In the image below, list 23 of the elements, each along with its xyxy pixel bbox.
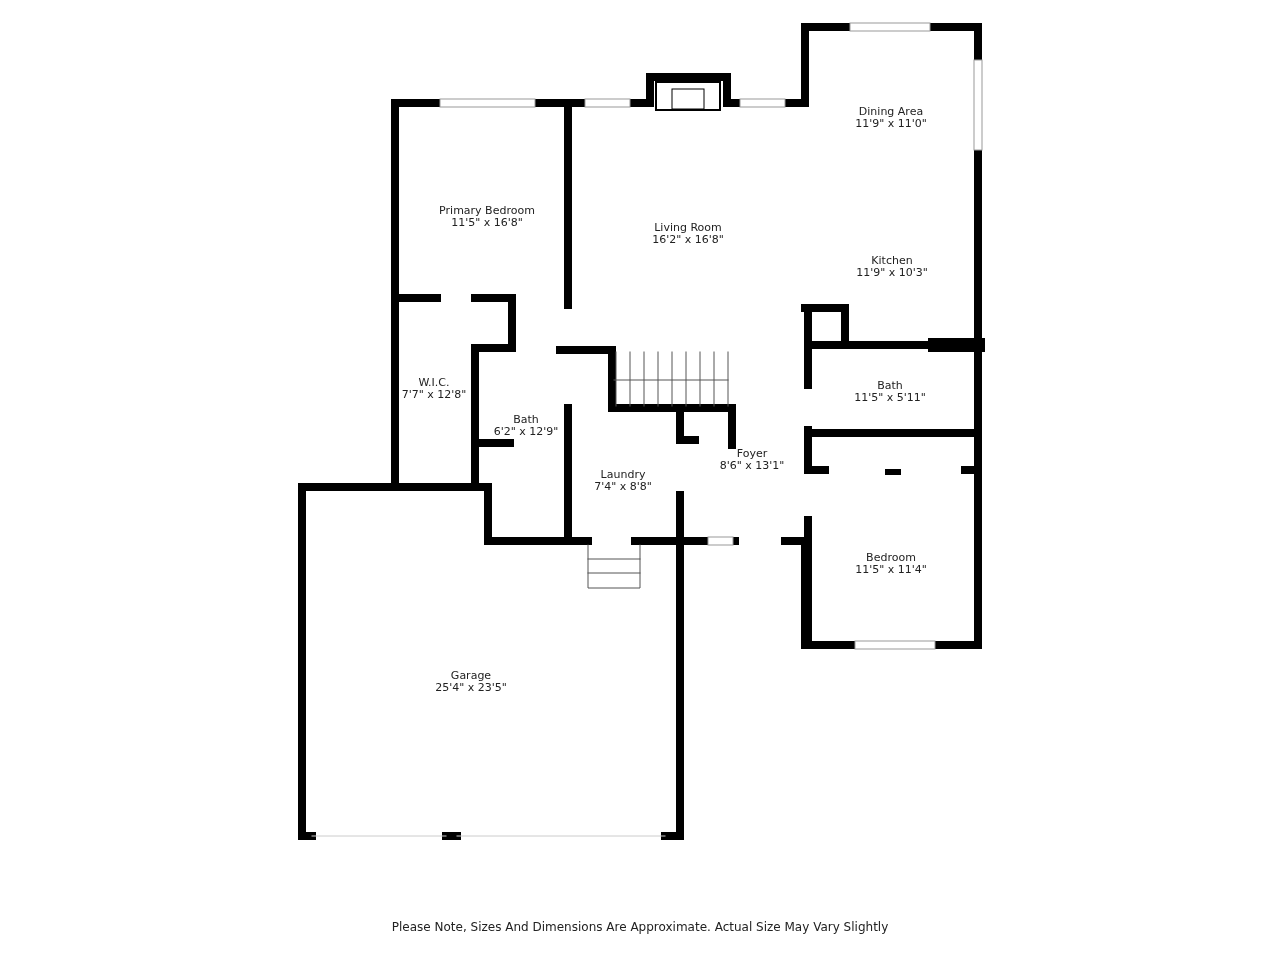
room-name: Garage <box>450 670 492 682</box>
disclaimer-note: Please Note, Sizes And Dimensions Are Approximate. Actual Size May Vary Slightly <box>391 920 889 934</box>
room-name: Laundry <box>600 469 646 481</box>
room-name: Bath <box>877 380 903 392</box>
room-dimensions: 11'5" x 11'4" <box>855 564 927 576</box>
room-dimensions: 8'6" x 13'1" <box>719 460 785 472</box>
room-dimensions: 6'2" x 12'9" <box>493 426 559 438</box>
room-dimensions: 16'2" x 16'8" <box>652 234 724 246</box>
room-dimensions: 11'9" x 10'3" <box>856 267 928 279</box>
room-name: Dining Area <box>858 106 924 118</box>
room-dimensions: 25'4" x 23'5" <box>435 682 507 694</box>
room-name: Living Room <box>654 222 722 234</box>
room-name: W.I.C. <box>418 377 450 389</box>
room-dimensions: 11'5" x 16'8" <box>451 217 523 229</box>
room-name: Primary Bedroom <box>439 205 535 217</box>
room-dimensions: 7'7" x 12'8" <box>401 389 467 401</box>
room-dimensions: 11'5" x 5'11" <box>854 392 926 404</box>
room-dimensions: 11'9" x 11'0" <box>855 118 927 130</box>
room-name: Bath <box>513 414 539 426</box>
room-name: Foyer <box>736 448 768 460</box>
room-dimensions: 7'4" x 8'8" <box>594 481 652 493</box>
room-name: Kitchen <box>871 255 913 267</box>
room-name: Bedroom <box>866 552 916 564</box>
